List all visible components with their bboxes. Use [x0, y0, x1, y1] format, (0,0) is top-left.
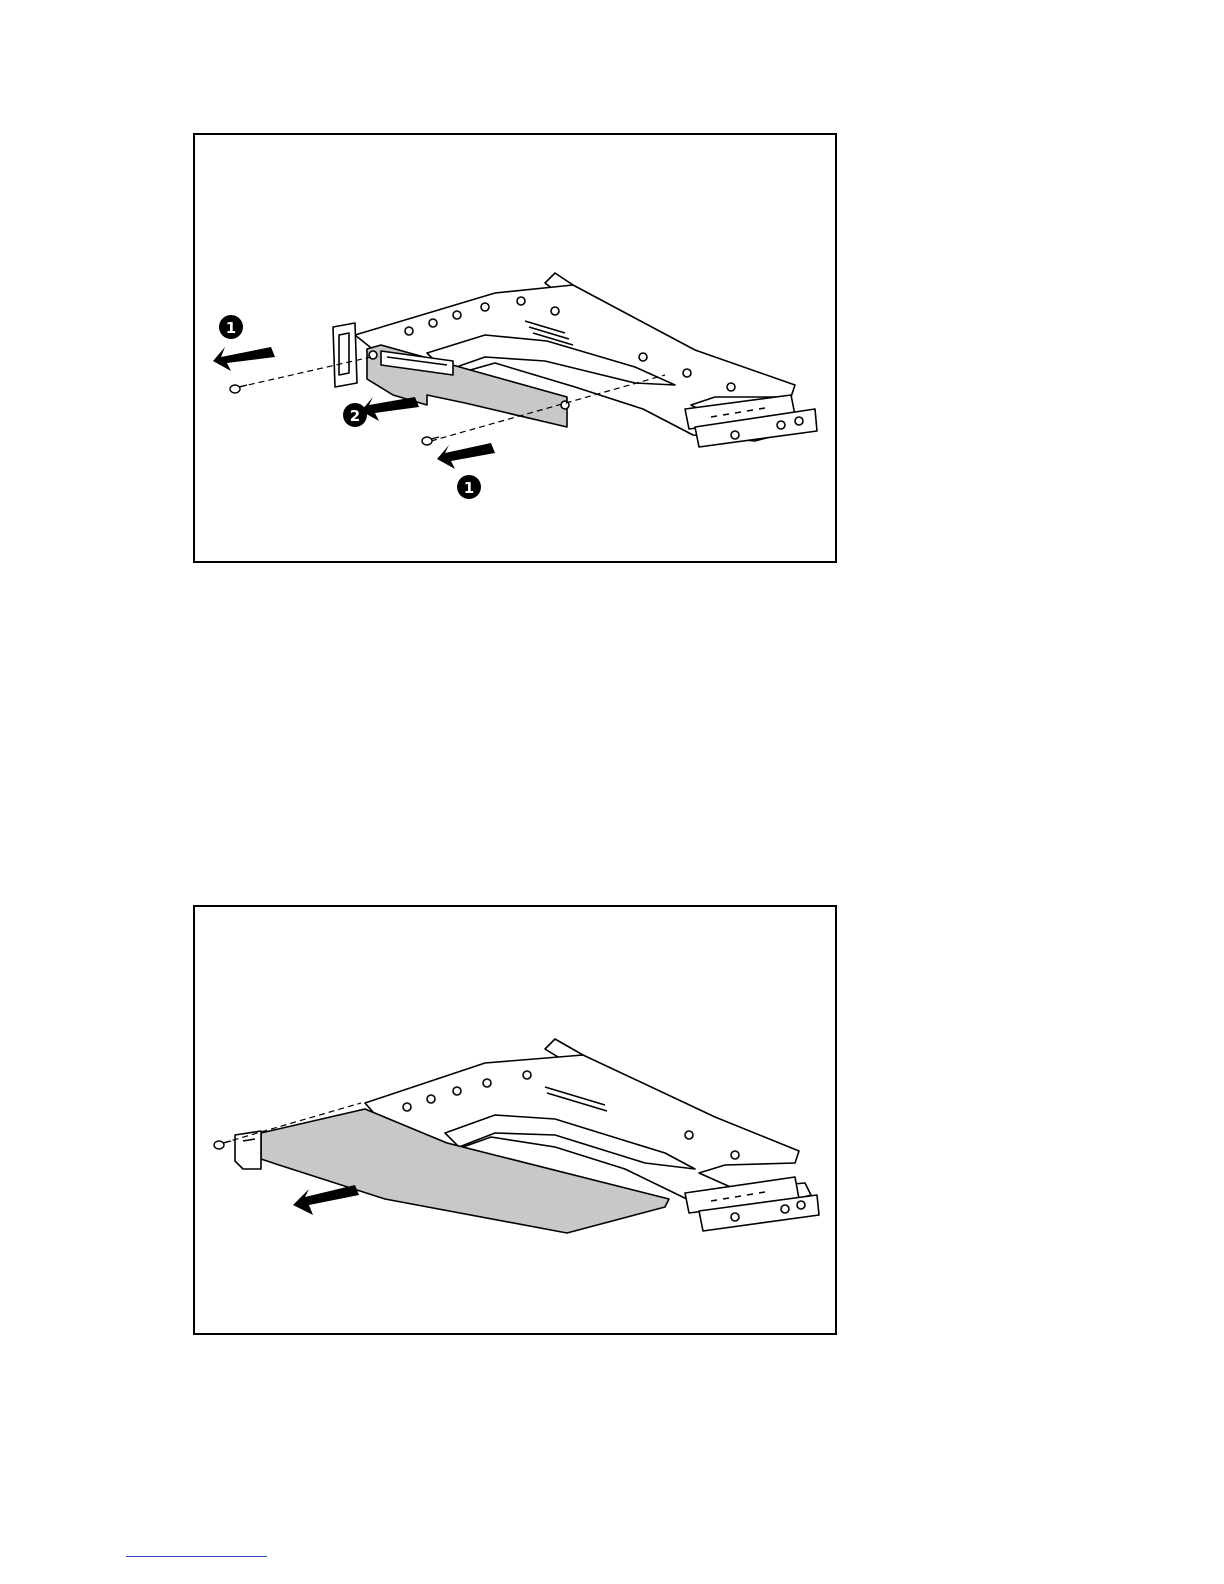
- screw-icon: [214, 1141, 231, 1149]
- callout-1-top: 1: [219, 315, 243, 339]
- svg-text:2: 2: [350, 407, 360, 425]
- left-arrow-icon: [437, 443, 495, 469]
- left-arrow-icon: [293, 1185, 359, 1215]
- figure-expansion-board-removal: [193, 905, 837, 1335]
- svg-text:1: 1: [226, 319, 236, 337]
- svg-text:1: 1: [464, 479, 474, 497]
- callout-1-bottom: 1: [457, 475, 481, 499]
- callout-2: 2: [343, 403, 367, 427]
- riser-cage-illustration-1: 1 2 1: [195, 135, 835, 561]
- left-arrow-icon: [361, 397, 419, 421]
- left-arrow-icon: [213, 347, 275, 371]
- screw-icon: [230, 385, 247, 393]
- board-bracket: [235, 1131, 261, 1169]
- figure-riser-board-removal: 1 2 1: [193, 133, 837, 563]
- riser-cage-illustration-2: [195, 907, 835, 1333]
- footer-link-rule: [126, 1556, 267, 1557]
- screw-icon: [422, 437, 439, 445]
